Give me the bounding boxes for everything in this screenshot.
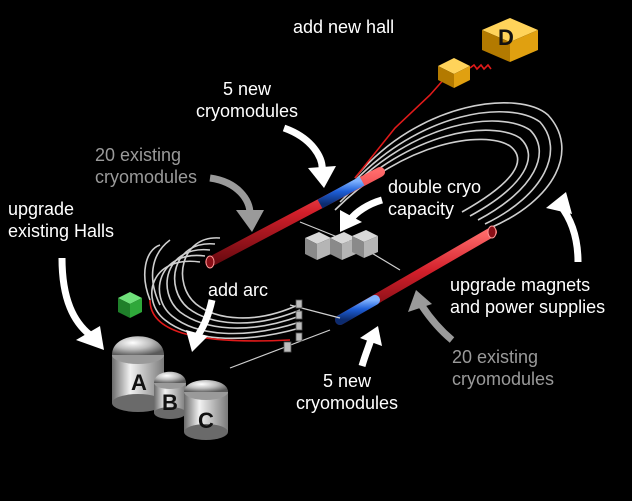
- label-double-cryo-capacity: double cryo capacity: [388, 177, 482, 219]
- injector-cube: [118, 292, 142, 318]
- label-5-new-cryomodules-top: 5 new cryomodules: [196, 79, 299, 121]
- added-arc-line: [149, 299, 291, 342]
- hall-c: [184, 380, 228, 440]
- label-upgrade-existing-halls: upgrade existing Halls: [8, 199, 115, 241]
- north-linac: [205, 167, 385, 269]
- label-add-new-hall: add new hall: [293, 17, 395, 37]
- arrow-double-cryo: [347, 196, 384, 223]
- cryo-plant: [305, 230, 378, 260]
- label-add-arc: add arc: [208, 280, 269, 300]
- arrow-upgrade-halls-head: [76, 326, 104, 350]
- arrow-add-arc-head: [186, 330, 208, 352]
- hall-a-letter: A: [131, 370, 147, 395]
- label-20-existing-cryomodules-right: 20 existing cryomodules: [452, 347, 555, 389]
- hall-b: [154, 371, 186, 419]
- new-hall-line: [354, 77, 446, 179]
- hall-b-letter: B: [162, 390, 178, 415]
- arrow-20-existing-right: [419, 304, 455, 343]
- arrow-5-new-bottom-head: [360, 326, 382, 346]
- arrow-double-cryo-head: [340, 210, 362, 232]
- arrow-20-existing-left-head: [236, 210, 264, 232]
- label-5-new-cryomodules-bottom: 5 new cryomodules: [296, 371, 399, 413]
- hall-c-letter: C: [198, 408, 214, 433]
- callout-arrows: [58, 124, 582, 367]
- south-linac: [335, 225, 497, 325]
- label-upgrade-magnets: upgrade magnets and power supplies: [450, 275, 606, 317]
- arrow-upgrade-magnets-head: [546, 192, 572, 214]
- arrow-20-existing-left: [209, 174, 254, 215]
- label-20-existing-cryomodules-left: 20 existing cryomodules: [95, 145, 198, 187]
- new-hall-connector: [469, 63, 492, 71]
- arrow-upgrade-magnets: [557, 202, 582, 263]
- arrow-5-new-top: [282, 124, 326, 173]
- arrow-5-new-top-head: [308, 166, 336, 188]
- hall-d-letter: D: [498, 25, 514, 50]
- hall-d-block: [438, 18, 538, 88]
- magnet-blocks: [283, 299, 303, 353]
- arrow-20-existing-right-head: [408, 290, 432, 312]
- arrow-upgrade-halls: [58, 257, 93, 338]
- racetrack-arcs: [144, 102, 563, 340]
